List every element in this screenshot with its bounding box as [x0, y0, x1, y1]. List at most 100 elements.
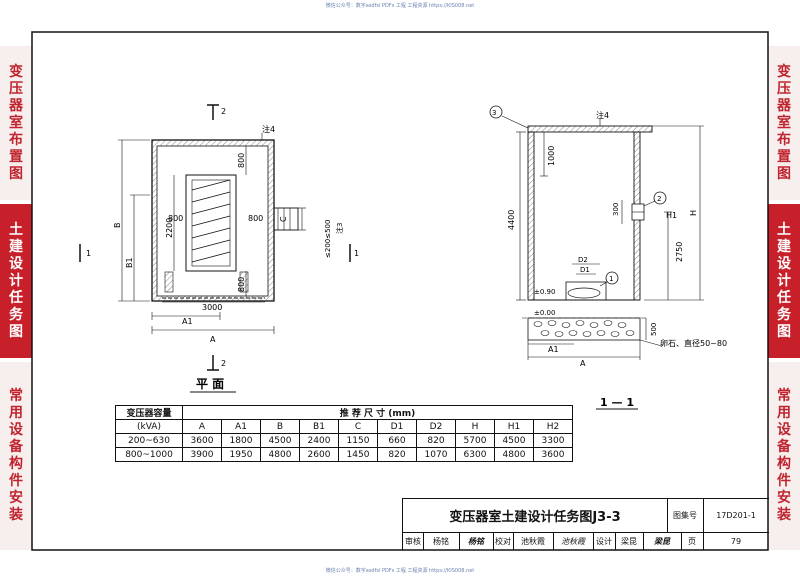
section-level-high: ±0.90 [534, 288, 555, 296]
right-sidebar-char: 图 [777, 323, 791, 340]
left-sidebar-char: 设 [9, 255, 23, 272]
left-sidebar-char: 务 [9, 306, 23, 323]
right-sidebar-char: 装 [777, 507, 791, 523]
table-cell: 2400 [299, 433, 339, 448]
check-signature: 池秋霞 [553, 532, 594, 550]
right-sidebar-char: 变 [777, 63, 791, 80]
table-column-header: A1 [221, 419, 261, 434]
design-name: 梁昆 [615, 532, 644, 550]
atlas-label: 图集号 [667, 499, 704, 533]
check-label: 校对 [493, 532, 514, 550]
right-sidebar-char: 设 [777, 255, 791, 272]
check-name: 池秋霞 [513, 532, 554, 550]
atlas-number: 17D201-1 [703, 499, 769, 533]
plan-note-3: 注3 [335, 223, 344, 234]
table-cell: 1950 [221, 447, 261, 462]
plan-section-mark-2-bottom: 2 [221, 359, 226, 368]
section-gravel-note: 卵石、直径50~80 [660, 338, 727, 348]
drawing-title: 变压器室土建设计任务图J3-3 [403, 499, 668, 533]
right-sidebar-char: 设 [777, 422, 791, 438]
plan-dim-C: C [279, 216, 288, 222]
review-name: 杨铭 [423, 532, 460, 550]
plan-view [79, 104, 351, 371]
left-sidebar-char: 计 [9, 272, 23, 289]
plan-dim-800-right: 800 [248, 214, 263, 223]
table-cell: 1800 [221, 433, 261, 448]
table-cell: 3900 [182, 447, 222, 462]
left-sidebar-char: 常 [9, 388, 23, 404]
table-cell-capacity: 800~1000 [115, 447, 183, 462]
right-sidebar-char: 件 [777, 473, 791, 489]
left-sidebar-char: 置 [9, 148, 23, 165]
sidebar-tab-equipment-right[interactable]: 常用设备构件安装 [768, 362, 800, 550]
table-cell: 4800 [494, 447, 534, 462]
section-circle-1: 1 [609, 275, 613, 283]
table-column-header: C [338, 419, 378, 434]
left-sidebar-char: 图 [9, 323, 23, 340]
table-cell-capacity: 200~630 [115, 433, 183, 448]
plan-section-mark-1-left: 1 [86, 249, 91, 258]
page-label: 页 [681, 532, 704, 550]
page-number: 79 [730, 536, 742, 546]
design-label: 设计 [593, 532, 616, 550]
section-dim-2750: 2750 [675, 242, 684, 262]
design-signature: 梁昆 [643, 532, 682, 550]
plan-dim-A1: A1 [182, 317, 193, 326]
plan-dim-800-top: 800 [237, 153, 246, 168]
table-cell: 3600 [182, 433, 222, 448]
section-dim-500: 500 [650, 323, 658, 336]
right-sidebar-char: 用 [777, 405, 791, 421]
table-column-header: H1 [494, 419, 534, 434]
sidebar-tab-equipment[interactable]: 常用设备构件安装 [0, 362, 32, 550]
table-cell: 820 [377, 447, 417, 462]
left-sidebar-char: 件 [9, 473, 23, 489]
table-cell: 6300 [455, 447, 495, 462]
plan-dim-3000: 3000 [202, 303, 222, 312]
table-column-header: H2 [533, 419, 573, 434]
table-column-header: A [182, 419, 222, 434]
right-sidebar-char: 器 [777, 97, 791, 114]
table-cell: 3300 [533, 433, 573, 448]
right-sidebar-char: 室 [777, 114, 791, 131]
table-cell: 4500 [260, 433, 300, 448]
plan-dim-B: B [113, 223, 122, 229]
section-dim-A: A [580, 359, 586, 368]
plan-section-mark-2-top: 2 [221, 107, 226, 116]
section-dim-H: H [689, 210, 698, 216]
table-column-header: D2 [416, 419, 456, 434]
sidebar-tab-civil-design-right[interactable]: 土建设计任务图 [768, 204, 800, 358]
left-sidebar-char: 用 [9, 405, 23, 421]
right-sidebar-char: 布 [777, 131, 791, 148]
plan-dim-B1: B1 [125, 257, 134, 268]
section-dim-D2: D2 [578, 256, 588, 264]
plan-dim-800-bottom: 800 [237, 277, 246, 292]
review-label: 审核 [403, 532, 424, 550]
table-column-header: B [260, 419, 300, 434]
sidebar-tab-layout-right[interactable]: 变压器室布置图 [768, 46, 800, 200]
sidebar-tab-civil-design[interactable]: 土建设计任务图 [0, 204, 32, 358]
table-cell: 820 [416, 433, 456, 448]
section-circle-3: 3 [492, 109, 496, 117]
section-dim-A1: A1 [548, 345, 559, 354]
table-cell: 5700 [455, 433, 495, 448]
top-watermark: 微信公众号：数字asdfsl PDFs 工程 工程资源 https://KIS0… [325, 3, 475, 9]
right-sidebar-char: 建 [777, 238, 791, 255]
table-cell: 4500 [494, 433, 534, 448]
right-sidebar-char: 构 [777, 456, 791, 472]
review-signature: 杨铭 [459, 532, 494, 550]
plan-title: 平 面 [196, 377, 224, 391]
left-sidebar-char: 室 [9, 114, 23, 131]
left-sidebar-char: 压 [9, 80, 23, 97]
section-dim-300: 300 [612, 203, 620, 216]
table-cell: 1450 [338, 447, 378, 462]
right-sidebar-char: 备 [777, 439, 791, 455]
section-dim-1000: 1000 [547, 146, 556, 166]
plan-dim-A: A [210, 335, 216, 344]
left-sidebar-char: 土 [9, 221, 23, 238]
sidebar-tab-layout[interactable]: 变压器室布置图 [0, 46, 32, 200]
left-sidebar-char: 布 [9, 131, 23, 148]
table-cell: 660 [377, 433, 417, 448]
